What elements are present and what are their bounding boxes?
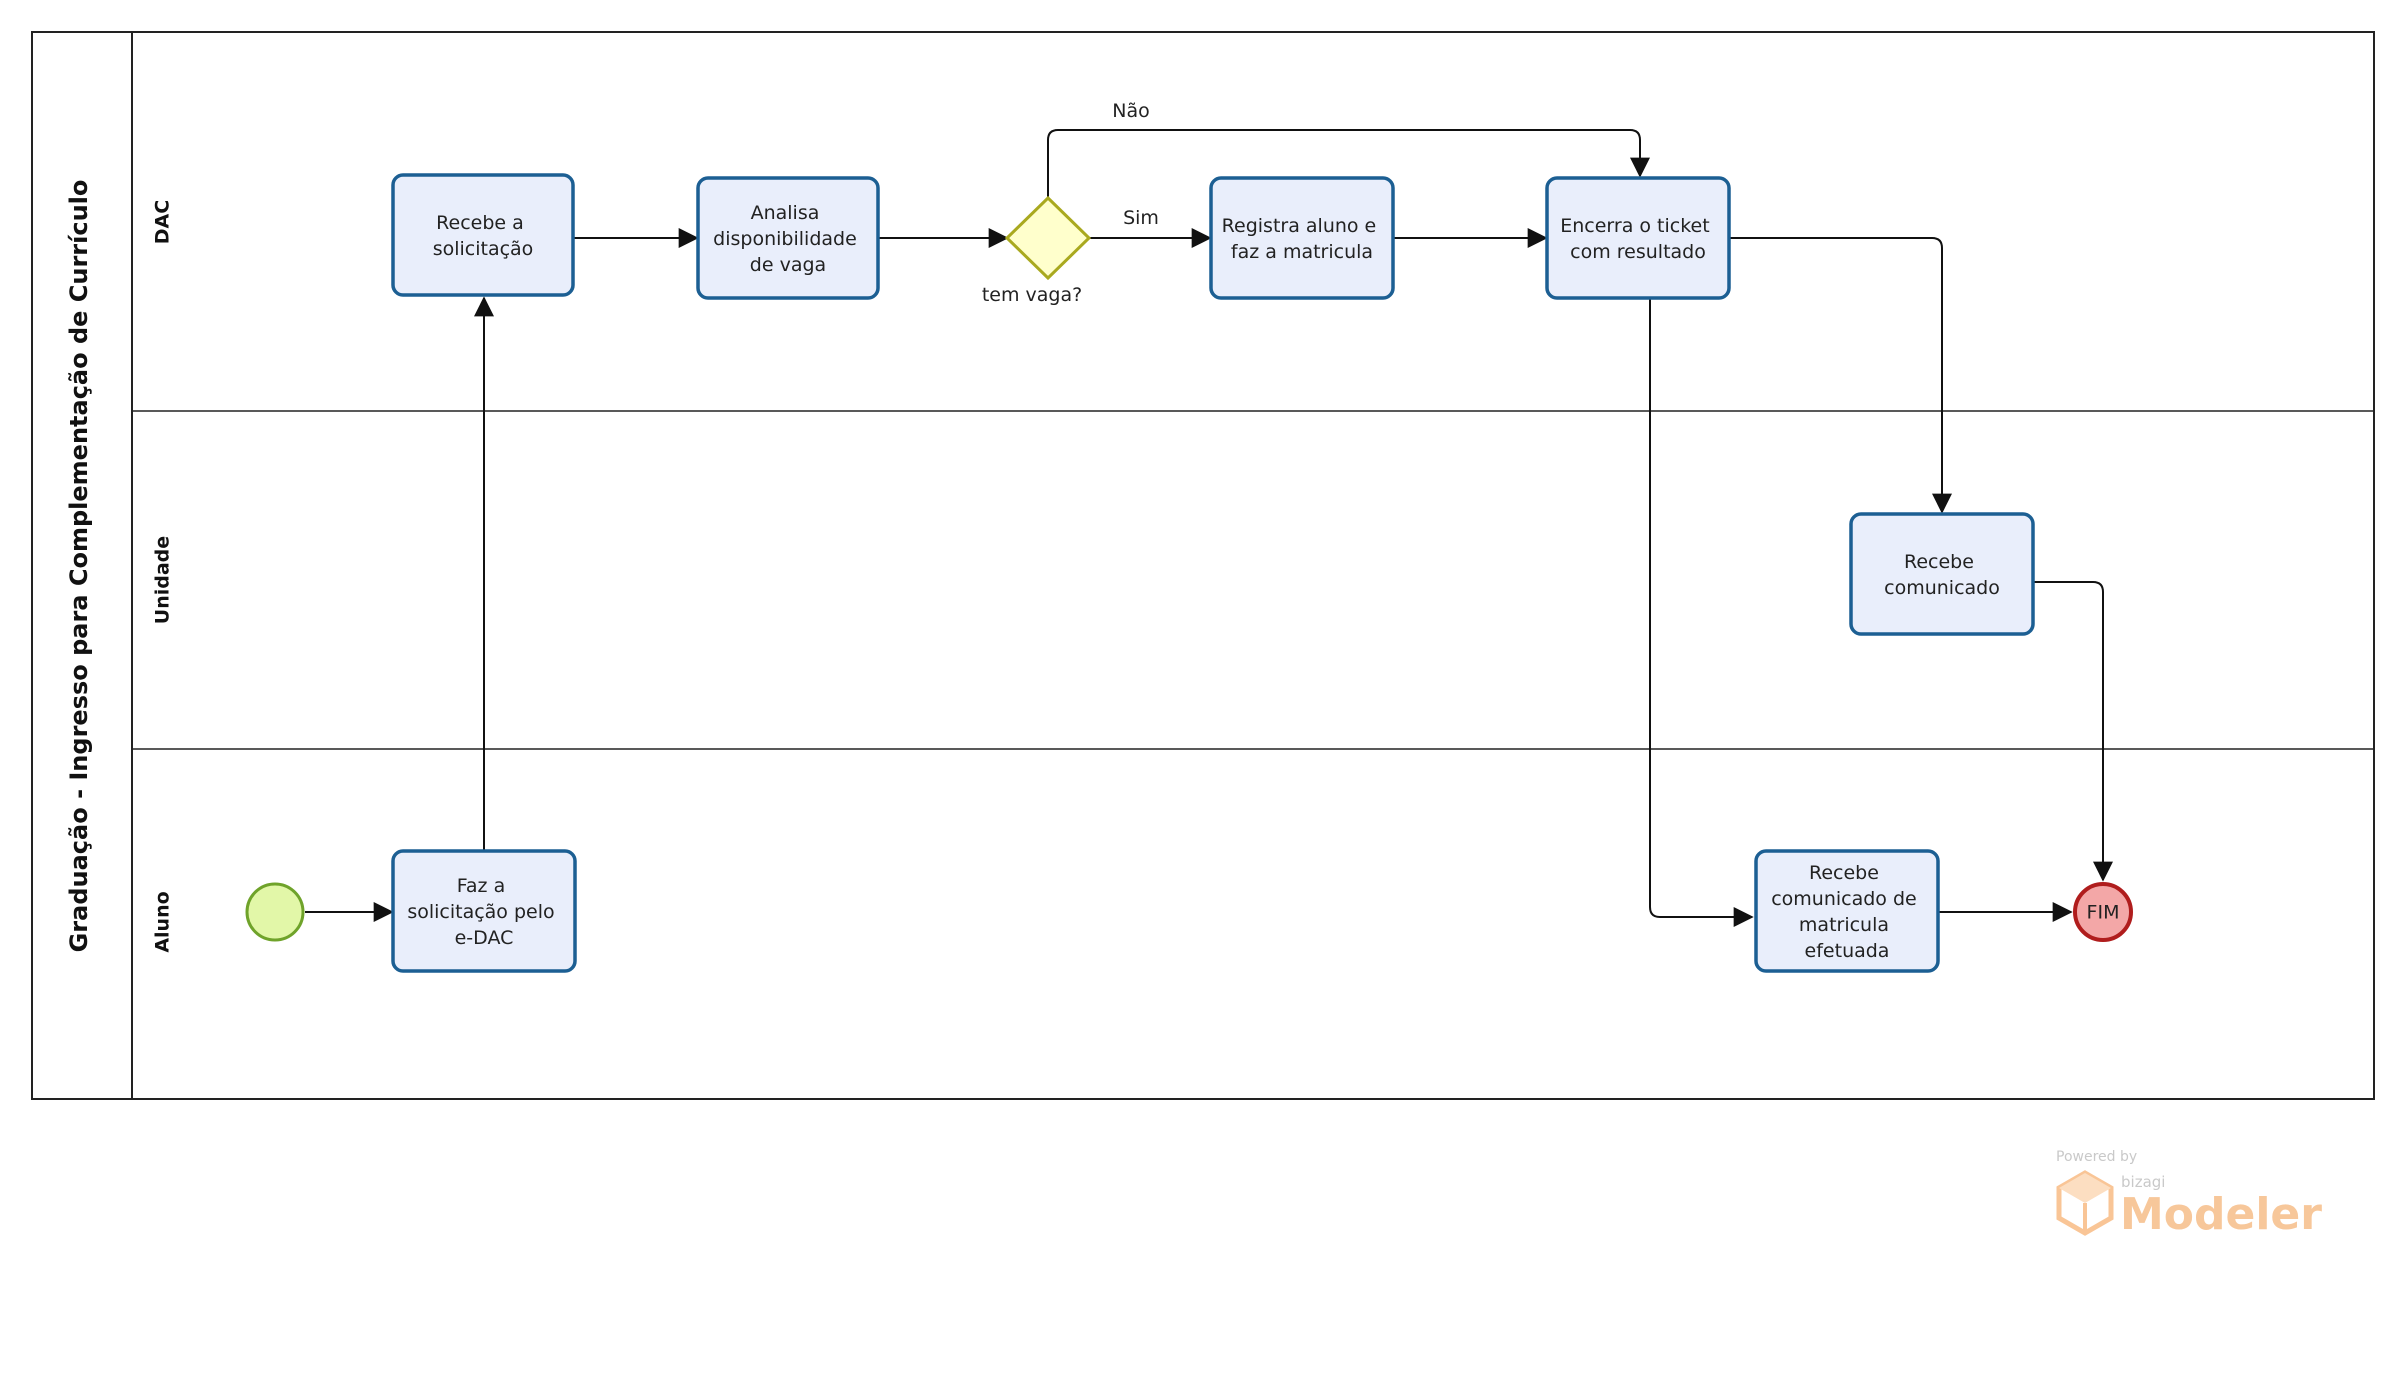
- task-line: faz a matricula: [1231, 241, 1373, 263]
- task-line: com resultado: [1570, 241, 1706, 263]
- task-recebe-comunicado-matricula[interactable]: Recebe comunicado de matricula efetuada: [1754, 849, 1940, 973]
- task-line: Recebe a: [436, 212, 524, 234]
- task-analisa-vaga[interactable]: Analisa disponibilidade de vaga: [696, 176, 880, 300]
- task-line: comunicado de: [1771, 888, 1917, 910]
- task-line: matricula: [1799, 914, 1889, 936]
- svg-text:Recebe a solicitação: Recebe a solicitação: [433, 212, 534, 260]
- lane-label-unidade: Unidade: [152, 536, 174, 624]
- task-line: solicitação pelo: [407, 901, 554, 923]
- task-line: comunicado: [1884, 577, 2000, 599]
- task-encerra-ticket[interactable]: Encerra o ticket com resultado: [1545, 176, 1731, 300]
- svg-text:Encerra o ticket com res: Encerra o ticket com resultado: [1560, 215, 1716, 263]
- flow-unidade-to-fim: [2034, 581, 2113, 882]
- end-event-label: FIM: [2087, 902, 2120, 924]
- task-line: solicitação: [433, 238, 534, 260]
- flow-gateway-no: [1047, 129, 1650, 198]
- gateway-tem-vaga[interactable]: [1004, 195, 1092, 281]
- watermark-powered-by: Powered by: [2056, 1149, 2137, 1165]
- gateway-label: tem vaga?: [982, 284, 1082, 306]
- task-registra-aluno[interactable]: Registra aluno e faz a matricula: [1209, 176, 1395, 300]
- task-recebe-solicitacao[interactable]: Recebe a solicitação: [391, 173, 575, 297]
- task-line: Recebe: [1809, 862, 1879, 884]
- task-line: Analisa: [751, 202, 820, 224]
- task-line: e-DAC: [455, 927, 514, 949]
- lane-label-dac: DAC: [152, 200, 174, 244]
- bizagi-watermark: Powered by bizagi Modeler: [2056, 1149, 2322, 1240]
- task-line: de vaga: [750, 254, 826, 276]
- svg-text:Registra aluno e faz a m: Registra aluno e faz a matricula: [1222, 215, 1383, 263]
- end-event[interactable]: FIM: [2073, 882, 2133, 942]
- pool-title: Graduação - Ingresso para Complementação…: [65, 180, 93, 953]
- lanes: DAC Unidade Aluno: [132, 200, 2374, 953]
- start-event[interactable]: [245, 882, 305, 942]
- flow-label-yes: Sim: [1123, 207, 1159, 229]
- svg-text:Faz a solicitação pelo: Faz a solicitação pelo e-DAC: [407, 875, 560, 949]
- watermark-product: Modeler: [2120, 1189, 2322, 1240]
- svg-text:Recebe comunicado de: Recebe comunicado de matricula efetuada: [1771, 862, 1923, 962]
- bizagi-logo-icon: [2056, 1170, 2114, 1236]
- task-line: Registra aluno e: [1222, 215, 1377, 237]
- flow-encerra-to-aluno: [1649, 298, 1754, 927]
- flow-label-no: Não: [1112, 100, 1149, 122]
- task-line: Faz a: [457, 875, 505, 897]
- flow-encerra-to-unidade: [1730, 237, 1952, 514]
- sequence-flows: [305, 129, 2113, 927]
- task-faz-solicitacao[interactable]: Faz a solicitação pelo e-DAC: [391, 849, 577, 973]
- task-line: Encerra o ticket: [1560, 215, 1709, 237]
- task-line: Recebe: [1904, 551, 1974, 573]
- task-line: disponibilidade: [713, 228, 857, 250]
- task-line: efetuada: [1805, 940, 1890, 962]
- task-recebe-comunicado[interactable]: Recebe comunicado: [1849, 512, 2035, 636]
- lane-label-aluno: Aluno: [152, 891, 174, 952]
- svg-text:Analisa disponibilidade: Analisa disponibilidade de vaga: [713, 202, 863, 276]
- svg-text:Recebe comunicado: Recebe comunicado: [1884, 551, 2000, 599]
- watermark-brand: bizagi: [2121, 1173, 2165, 1191]
